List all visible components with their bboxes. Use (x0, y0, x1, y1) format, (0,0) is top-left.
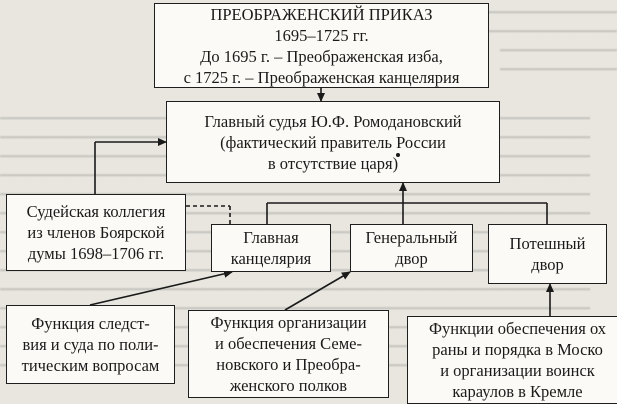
chief-judge-box: Главный судья Ю.Ф. Ромодановский (фактич… (166, 101, 500, 183)
func3-line-1: Функции обеспечения ох (428, 319, 607, 338)
poteshny-line-2: двор (531, 255, 564, 274)
judicial-board-box: Судейская коллегия из членов Боярской ду… (6, 194, 186, 271)
judge-line-2: (фактический правитель России (220, 132, 446, 152)
func1-line-2: вия и суда по поли- (22, 335, 159, 354)
prikaz-years: 1695–1725 гг. (274, 25, 369, 45)
function-regiments-box: Функция организации и обеспечения Семе- … (188, 310, 389, 398)
arrow-func1-to-chancellery (89, 269, 233, 306)
preobrazhensky-prikaz-box: ПРЕОБРАЖЕНСКИЙ ПРИКАЗ 1695–1725 гг. До 1… (154, 3, 489, 88)
func3-line-3: и организации воинск (440, 361, 595, 380)
poteshny-court-box: Потешный двор (488, 224, 607, 284)
func2-line-3: новского и Преобра- (216, 355, 361, 374)
speck-dot (396, 153, 400, 157)
func2-line-1: Функция организации (210, 313, 367, 332)
general-line-2: двор (395, 249, 428, 268)
prikaz-note-1: До 1695 г. – Преображенская изба, (200, 46, 443, 66)
chancellery-line-2: канцелярия (230, 249, 312, 268)
poteshny-line-1: Потешный (509, 234, 586, 253)
main-chancellery-box: Главная канцелярия (211, 224, 331, 272)
func2-line-2: и обеспечения Семе- (215, 334, 362, 353)
general-court-box: Генеральный двор (350, 224, 473, 272)
func1-line-1: Функция следст- (31, 314, 150, 333)
arrow-func2-to-general (284, 271, 351, 311)
judicial-line-3: думы 1698–1706 гг. (27, 244, 165, 263)
chancellery-line-1: Главная (243, 228, 299, 247)
prikaz-note-2: с 1725 г. – Преображенская канцелярия (183, 67, 460, 87)
judge-line-3: в отсутствие царя) (267, 153, 399, 173)
function-investigation-box: Функция следст- вия и суда по поли- тиче… (6, 305, 175, 384)
func3-line-2: раны и порядка в Моско (432, 340, 603, 359)
function-security-box: Функции обеспечения ох раны и порядка в … (407, 316, 617, 404)
func3-line-4: караулов в Кремле (452, 382, 583, 401)
general-line-1: Генеральный (365, 228, 458, 247)
prikaz-heading: ПРЕОБРАЖЕНСКИЙ ПРИКАЗ (210, 4, 433, 24)
judge-line-1: Главный судья Ю.Ф. Ромодановский (204, 111, 462, 131)
judicial-line-1: Судейская коллегия (26, 202, 166, 221)
func2-line-4: женского полков (229, 376, 348, 395)
judicial-line-2: из членов Боярской (27, 223, 165, 242)
func1-line-3: тическим вопросам (21, 356, 160, 375)
